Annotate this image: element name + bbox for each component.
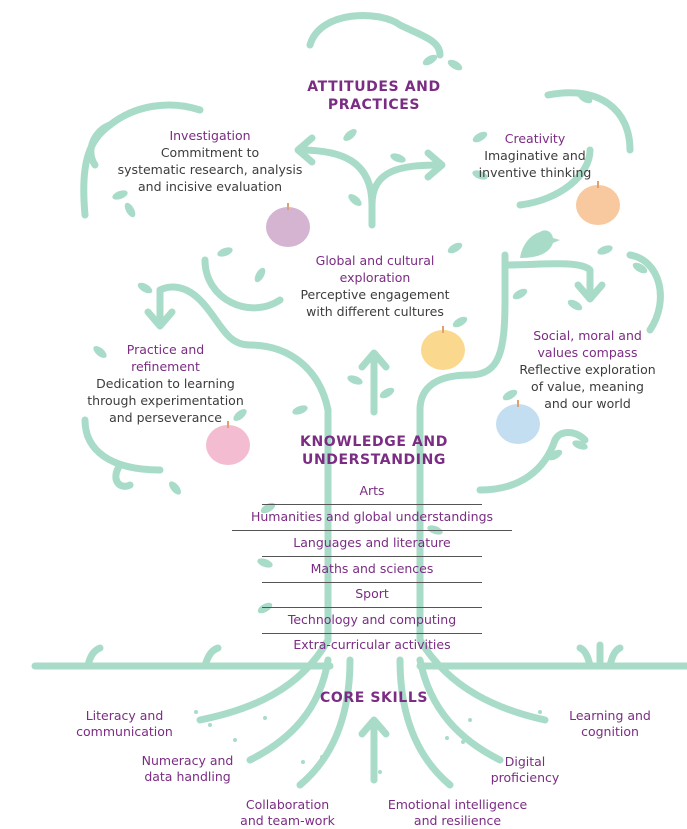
subject-technology: Technology and computing: [262, 607, 482, 634]
core-skills-title: CORE SKILLS: [319, 690, 429, 706]
root-7: [416, 636, 549, 724]
apple-pink: [206, 425, 250, 465]
leaves: [93, 54, 648, 614]
apples: [206, 181, 620, 465]
bird-icon: [520, 230, 560, 258]
right-lower-branch: [476, 436, 559, 494]
apple-purple: [266, 207, 310, 247]
right-mid-branch: [416, 251, 509, 414]
subject-arts: Arts: [262, 478, 482, 505]
subject-languages: Languages and literature: [262, 530, 482, 557]
apple-blue: [496, 404, 540, 444]
root-5: [396, 656, 454, 789]
subject-extra-curricular: Extra-curricular activities: [293, 637, 451, 652]
upper-right-arrow: [368, 161, 444, 209]
mid-left-branch: [156, 283, 332, 414]
subject-sport: Sport: [262, 581, 482, 608]
investigation-block: Investigation Commitment to systematic r…: [95, 127, 325, 195]
creativity-heading: Creativity: [504, 131, 566, 146]
creativity-block: Creativity Imaginative and inventive thi…: [460, 130, 610, 181]
subject-maths: Maths and sciences: [262, 556, 482, 583]
root-6: [416, 656, 504, 764]
apple-orange: [576, 185, 620, 225]
canopy-top-branch: [306, 12, 444, 59]
canopy-right-branch: [544, 89, 634, 154]
investigation-heading: Investigation: [169, 128, 251, 143]
root-1: [196, 636, 332, 724]
root-2: [246, 656, 332, 764]
left-lower-branch: [81, 416, 164, 474]
apple-yellow: [421, 330, 465, 370]
root-3: [296, 656, 354, 789]
subject-humanities: Humanities and global understandings: [232, 504, 512, 531]
